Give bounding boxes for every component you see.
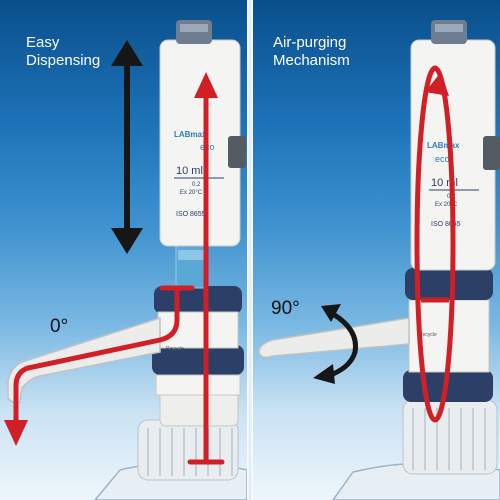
right-brand-text: LABmax (427, 141, 460, 150)
left-side-lock (228, 136, 246, 168)
right-side-lock (483, 136, 500, 170)
left-caption-line2: Dispensing (26, 52, 101, 69)
left-fine-text-2: Ex 20°C (180, 190, 203, 196)
right-dispenser-drawing: LABmax eco 10 ml 0.2 Ex 20°C ISO 8655 Re… (258, 20, 500, 500)
right-caption-line2: Mechanism (273, 52, 350, 69)
right-caption: Air-purging Mechanism (273, 34, 350, 70)
right-small-label: Recycle (419, 332, 437, 338)
right-caption-line1: Air-purging (273, 34, 347, 51)
left-panel-easy-dispensing: Easy Dispensing (0, 0, 247, 500)
left-bottle-cap (137, 419, 239, 481)
left-caption: Easy Dispensing (26, 34, 100, 70)
right-model-text: eco (435, 154, 450, 164)
right-upper-blue-ring (405, 268, 493, 300)
air-purge-loop-icon (414, 65, 456, 423)
right-panel-air-purging: Air-purging Mechanism L (253, 0, 500, 500)
panel-divider (247, 0, 253, 500)
right-fine-text-2: Ex 20°C (435, 202, 458, 208)
right-angle-label: 90° (271, 298, 300, 319)
rotation-arrow-icon (331, 311, 359, 377)
right-iso-text: ISO 8655 (431, 221, 461, 228)
double-arrow-icon (111, 40, 143, 254)
left-volume-text: 10 ml (176, 165, 203, 177)
left-flow-arrow-icon (13, 95, 225, 465)
left-discharge-spout (7, 316, 161, 404)
left-caption-line1: Easy (26, 34, 60, 51)
left-fine-text-1: 0.2 (192, 182, 201, 188)
left-angle-label: 0° (50, 316, 69, 337)
left-brand-text: LABmax (174, 130, 207, 139)
left-dispenser-drawing: LABmax eco 10 ml 0.2 Ex 20°C ISO 8655 Re… (4, 20, 247, 500)
right-discharge-spout (258, 317, 410, 359)
left-small-label: Recycle (166, 346, 184, 352)
left-iso-text: ISO 8655 (176, 211, 206, 218)
left-lower-blue-ring (152, 345, 244, 375)
